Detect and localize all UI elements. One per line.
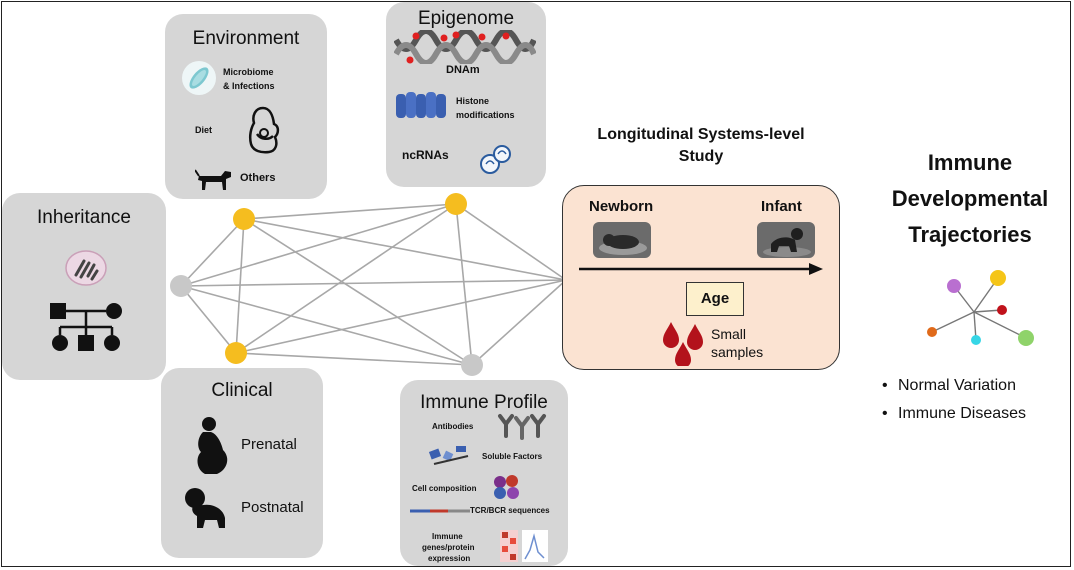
bullet-immune-diseases-text: Immune Diseases: [898, 405, 1027, 422]
timeline-arrow: [579, 263, 823, 275]
network-edge: [243, 218, 473, 366]
network-edge: [180, 279, 567, 287]
bullet-normal-variation-text: Normal Variation: [898, 377, 1016, 394]
others-label: Others: [240, 172, 276, 184]
cell-cluster-icon: [494, 475, 519, 499]
trajectory-star-icon: [927, 270, 1034, 346]
node-immune-profile: [461, 354, 483, 376]
trajectory-dot: [971, 335, 981, 345]
clinical-title: Clinical: [211, 380, 273, 401]
trajectory-dot: [1018, 330, 1034, 346]
trajectory-dot: [927, 327, 937, 337]
dnam-label: DNAm: [446, 64, 480, 76]
histogram-plot-icon: [522, 530, 548, 562]
node-clinical: [225, 342, 247, 364]
epigenome-box: Epigenome DNAm Histone modifications ncR…: [386, 2, 546, 187]
blood-drops-icon: [663, 322, 703, 366]
immune-profile-box: Immune Profile Antibodies Soluble Factor…: [400, 380, 568, 566]
chromosome-icon: [65, 250, 107, 286]
sequence-icon: [410, 509, 470, 513]
network-edge: [471, 279, 567, 366]
network-edge: [455, 203, 473, 366]
clinical-box: Clinical Prenatal Postnatal: [161, 368, 323, 558]
soluble-factors-label: Soluble Factors: [482, 452, 543, 461]
histone-icon: [396, 92, 446, 118]
network-edge: [243, 203, 457, 220]
node-inheritance: [170, 275, 192, 297]
breastfeeding-mother-icon: [248, 106, 280, 154]
crawling-baby-icon: [185, 488, 225, 528]
tcr-bcr-label: TCR/BCR sequences: [470, 506, 550, 515]
study-title: Longitudinal Systems-level Study: [566, 124, 836, 168]
bullet-immune-diseases: •Immune Diseases: [882, 405, 1027, 422]
trajectory-branch: [973, 311, 1027, 339]
network-edge: [243, 218, 567, 281]
bullet-normal-variation: •Normal Variation: [882, 377, 1016, 394]
infant-label: Infant: [761, 198, 802, 215]
infections-label: & Infections: [223, 81, 275, 91]
microbiome-icon: [182, 61, 216, 95]
antibody-icon: [498, 414, 546, 440]
result-title-line1: Immune: [927, 150, 1013, 175]
small-samples-label-line1: Small: [711, 326, 747, 342]
newborn-image: [593, 222, 651, 258]
study-title-line2: Study: [678, 148, 724, 165]
inheritance-title: Inheritance: [36, 207, 131, 228]
epigenome-title: Epigenome: [417, 8, 515, 29]
newborn-label: Newborn: [589, 198, 654, 215]
ncrna-icon: [480, 145, 511, 174]
result-title-line3: Trajectories: [908, 222, 1032, 247]
network-edge: [180, 285, 237, 354]
dog-icon: [195, 169, 231, 190]
age-box: Age: [686, 282, 744, 316]
environment-box: Environment Microbiome & Infections Diet…: [165, 14, 327, 199]
immune-profile-title: Immune Profile: [420, 392, 548, 413]
node-environment: [233, 208, 255, 230]
result-bullets: •Normal Variation •Immune Diseases: [882, 372, 1026, 428]
inheritance-box: Inheritance: [2, 193, 166, 380]
trajectory-branch: [931, 311, 975, 333]
network-edge: [235, 218, 245, 354]
dna-methylation-icon: [394, 30, 536, 64]
network-edge: [235, 203, 457, 354]
study-title-line1: Longitudinal Systems-level: [597, 126, 805, 143]
expression-label: expression: [428, 554, 471, 563]
trajectory-dot: [990, 270, 1006, 286]
postnatal-label: Postnatal: [241, 499, 304, 516]
cell-composition-label: Cell composition: [412, 484, 477, 493]
immune-label: Immune: [432, 532, 463, 541]
infant-image: [757, 222, 815, 258]
longitudinal-study-box: Newborn Infant Small samples: [562, 185, 840, 370]
network-edge: [455, 203, 567, 281]
network-edge: [235, 352, 473, 366]
microbiome-label: Microbiome: [223, 67, 274, 77]
soluble-factors-icon: [428, 446, 469, 465]
network-edge: [180, 203, 457, 287]
network-edge: [235, 279, 567, 354]
diet-label: Diet: [195, 125, 213, 135]
prenatal-label: Prenatal: [241, 436, 297, 453]
pregnant-silhouette-icon: [197, 417, 228, 474]
histone-label: Histone: [456, 96, 490, 106]
small-samples-label-line2: samples: [711, 344, 764, 360]
modifications-label: modifications: [456, 110, 515, 120]
environment-title: Environment: [192, 28, 300, 49]
result-title-line2: Developmental: [891, 186, 1049, 211]
trajectory-dot: [947, 279, 961, 293]
heatmap-icon: [500, 530, 518, 562]
node-epigenome: [445, 193, 467, 215]
antibodies-label: Antibodies: [432, 422, 474, 431]
network-edge: [180, 218, 245, 287]
network-edge: [180, 285, 473, 366]
result-title: Immune Developmental Trajectories: [860, 145, 1074, 253]
ncrnas-label: ncRNAs: [402, 148, 449, 162]
pedigree-icon: [50, 303, 122, 351]
genes-protein-label: genes/protein: [422, 543, 475, 552]
trajectory-dot: [997, 305, 1007, 315]
